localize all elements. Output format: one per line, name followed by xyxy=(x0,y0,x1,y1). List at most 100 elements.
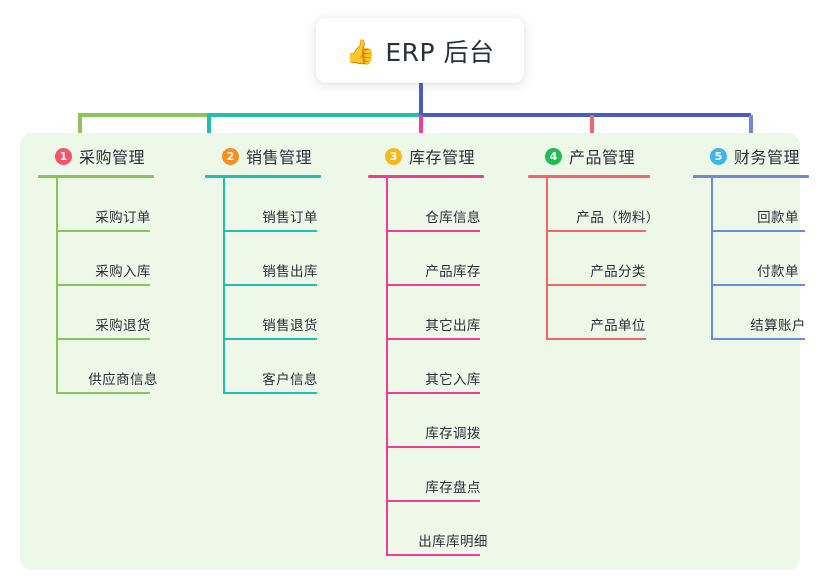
list-item-label: 采购订单 xyxy=(95,210,151,226)
list-item-rule xyxy=(58,392,150,394)
column-badge-2: 2 xyxy=(222,147,239,165)
list-item-label: 库存盘点 xyxy=(425,480,481,496)
list-item-rule xyxy=(58,230,150,232)
list-item-label: 销售退货 xyxy=(262,318,318,334)
column-title-1: 采购管理 xyxy=(79,148,146,167)
list-item-rule xyxy=(388,230,480,232)
list-item-rule xyxy=(58,338,150,340)
list-item-rule xyxy=(713,284,805,286)
list-item-rule xyxy=(713,230,805,232)
segment-teal xyxy=(207,113,421,117)
column-header-rule-2 xyxy=(205,175,321,178)
column-title-3: 库存管理 xyxy=(409,148,476,167)
list-item-rule xyxy=(388,338,480,340)
list-item-label: 产品（物料） xyxy=(576,210,660,226)
diagram-panel xyxy=(20,133,800,570)
list-item-rule xyxy=(388,500,480,502)
list-item[interactable]: 采购入库 xyxy=(58,232,188,286)
list-item[interactable]: 产品库存 xyxy=(388,232,518,286)
column-title-4: 产品管理 xyxy=(569,148,636,167)
list-item-label: 回款单 xyxy=(757,210,799,226)
trunk-connector xyxy=(419,83,423,114)
column-badge-5: 5 xyxy=(710,147,727,165)
drop-connector-4 xyxy=(590,115,594,140)
list-item[interactable]: 采购订单 xyxy=(58,178,188,232)
list-item[interactable]: 销售出库 xyxy=(225,232,355,286)
column-title-5: 财务管理 xyxy=(734,148,801,167)
list-item-label: 库存调拨 xyxy=(425,426,481,442)
list-item-label: 产品分类 xyxy=(590,264,646,280)
column-badge-1: 1 xyxy=(55,147,72,165)
column-4: 4 产品管理产品（物料） 产品分类产品单位 xyxy=(528,144,688,340)
list-item-label: 其它出库 xyxy=(425,318,481,334)
column-header-rule-4 xyxy=(528,175,650,178)
list-item-label: 其它入库 xyxy=(425,372,481,388)
list-item-rule xyxy=(225,230,317,232)
column-spine-4 xyxy=(546,178,548,340)
list-item-label: 销售订单 xyxy=(262,210,318,226)
column-3: 3 库存管理仓库信息产品库存其它出库其它入库库存调拨库存盘点出库库明细 xyxy=(368,144,518,556)
column-header-5[interactable]: 5 财务管理 xyxy=(693,144,839,168)
list-item-rule xyxy=(548,338,646,340)
column-spine-1 xyxy=(56,178,58,394)
drop-connector-2 xyxy=(207,115,211,140)
list-item[interactable]: 销售订单 xyxy=(225,178,355,232)
root-node-title: ERP 后台 xyxy=(385,37,495,67)
column-items-3: 仓库信息产品库存其它出库其它入库库存调拨库存盘点出库库明细 xyxy=(368,178,518,556)
list-item-rule xyxy=(388,392,480,394)
list-item[interactable]: 其它出库 xyxy=(388,286,518,340)
column-spine-3 xyxy=(386,178,388,556)
list-item[interactable]: 产品（物料） xyxy=(548,178,688,232)
list-item-label: 销售出库 xyxy=(262,264,318,280)
root-node-card[interactable]: 👍 ERP 后台 xyxy=(316,18,524,83)
list-item-label: 仓库信息 xyxy=(425,210,481,226)
column-header-4[interactable]: 4 产品管理 xyxy=(528,144,688,168)
column-badge-3: 3 xyxy=(385,147,402,165)
list-item[interactable]: 回款单 xyxy=(713,178,839,232)
list-item-rule xyxy=(225,392,317,394)
column-items-5: 回款单付款单结算账户 xyxy=(693,178,839,340)
list-item[interactable]: 库存盘点 xyxy=(388,448,518,502)
list-item[interactable]: 库存调拨 xyxy=(388,394,518,448)
list-item[interactable]: 其它入库 xyxy=(388,340,518,394)
list-item[interactable]: 付款单 xyxy=(713,232,839,286)
list-item[interactable]: 供应商信息 xyxy=(58,340,188,394)
list-item-rule xyxy=(58,284,150,286)
list-item-label: 产品单位 xyxy=(590,318,646,334)
list-item[interactable]: 出库库明细 xyxy=(388,502,518,556)
column-header-1[interactable]: 1 采购管理 xyxy=(38,144,188,168)
column-2: 2 销售管理销售订单销售出库销售退货客户信息 xyxy=(205,144,355,394)
list-item-rule xyxy=(388,554,480,556)
list-item[interactable]: 结算账户 xyxy=(713,286,839,340)
column-badge-4: 4 xyxy=(545,147,562,165)
column-items-1: 采购订单采购入库采购退货供应商信息 xyxy=(38,178,188,394)
list-item[interactable]: 客户信息 xyxy=(225,340,355,394)
list-item[interactable]: 销售退货 xyxy=(225,286,355,340)
list-item[interactable]: 采购退货 xyxy=(58,286,188,340)
list-item[interactable]: 产品分类 xyxy=(548,232,688,286)
list-item-rule xyxy=(388,446,480,448)
column-title-2: 销售管理 xyxy=(246,148,313,167)
list-item-rule xyxy=(388,284,480,286)
column-header-3[interactable]: 3 库存管理 xyxy=(368,144,518,168)
list-item-label: 供应商信息 xyxy=(88,372,158,388)
list-item-label: 采购入库 xyxy=(95,264,151,280)
list-item[interactable]: 产品单位 xyxy=(548,286,688,340)
list-item-rule xyxy=(225,284,317,286)
column-spine-5 xyxy=(711,178,713,340)
column-1: 1 采购管理采购订单采购入库采购退货供应商信息 xyxy=(38,144,188,394)
segment-green xyxy=(78,113,209,117)
column-header-rule-1 xyxy=(38,175,154,178)
column-items-2: 销售订单销售出库销售退货客户信息 xyxy=(205,178,355,394)
column-spine-2 xyxy=(223,178,225,394)
list-item-rule xyxy=(713,338,805,340)
column-header-rule-3 xyxy=(368,175,484,178)
list-item-label: 采购退货 xyxy=(95,318,151,334)
list-item[interactable]: 仓库信息 xyxy=(388,178,518,232)
column-items-4: 产品（物料） 产品分类产品单位 xyxy=(528,178,688,340)
list-item-label: 产品库存 xyxy=(425,264,481,280)
thumbs-up-icon: 👍 xyxy=(345,37,376,66)
column-header-2[interactable]: 2 销售管理 xyxy=(205,144,355,168)
drop-connector-1 xyxy=(78,115,82,140)
list-item-rule xyxy=(548,230,646,232)
